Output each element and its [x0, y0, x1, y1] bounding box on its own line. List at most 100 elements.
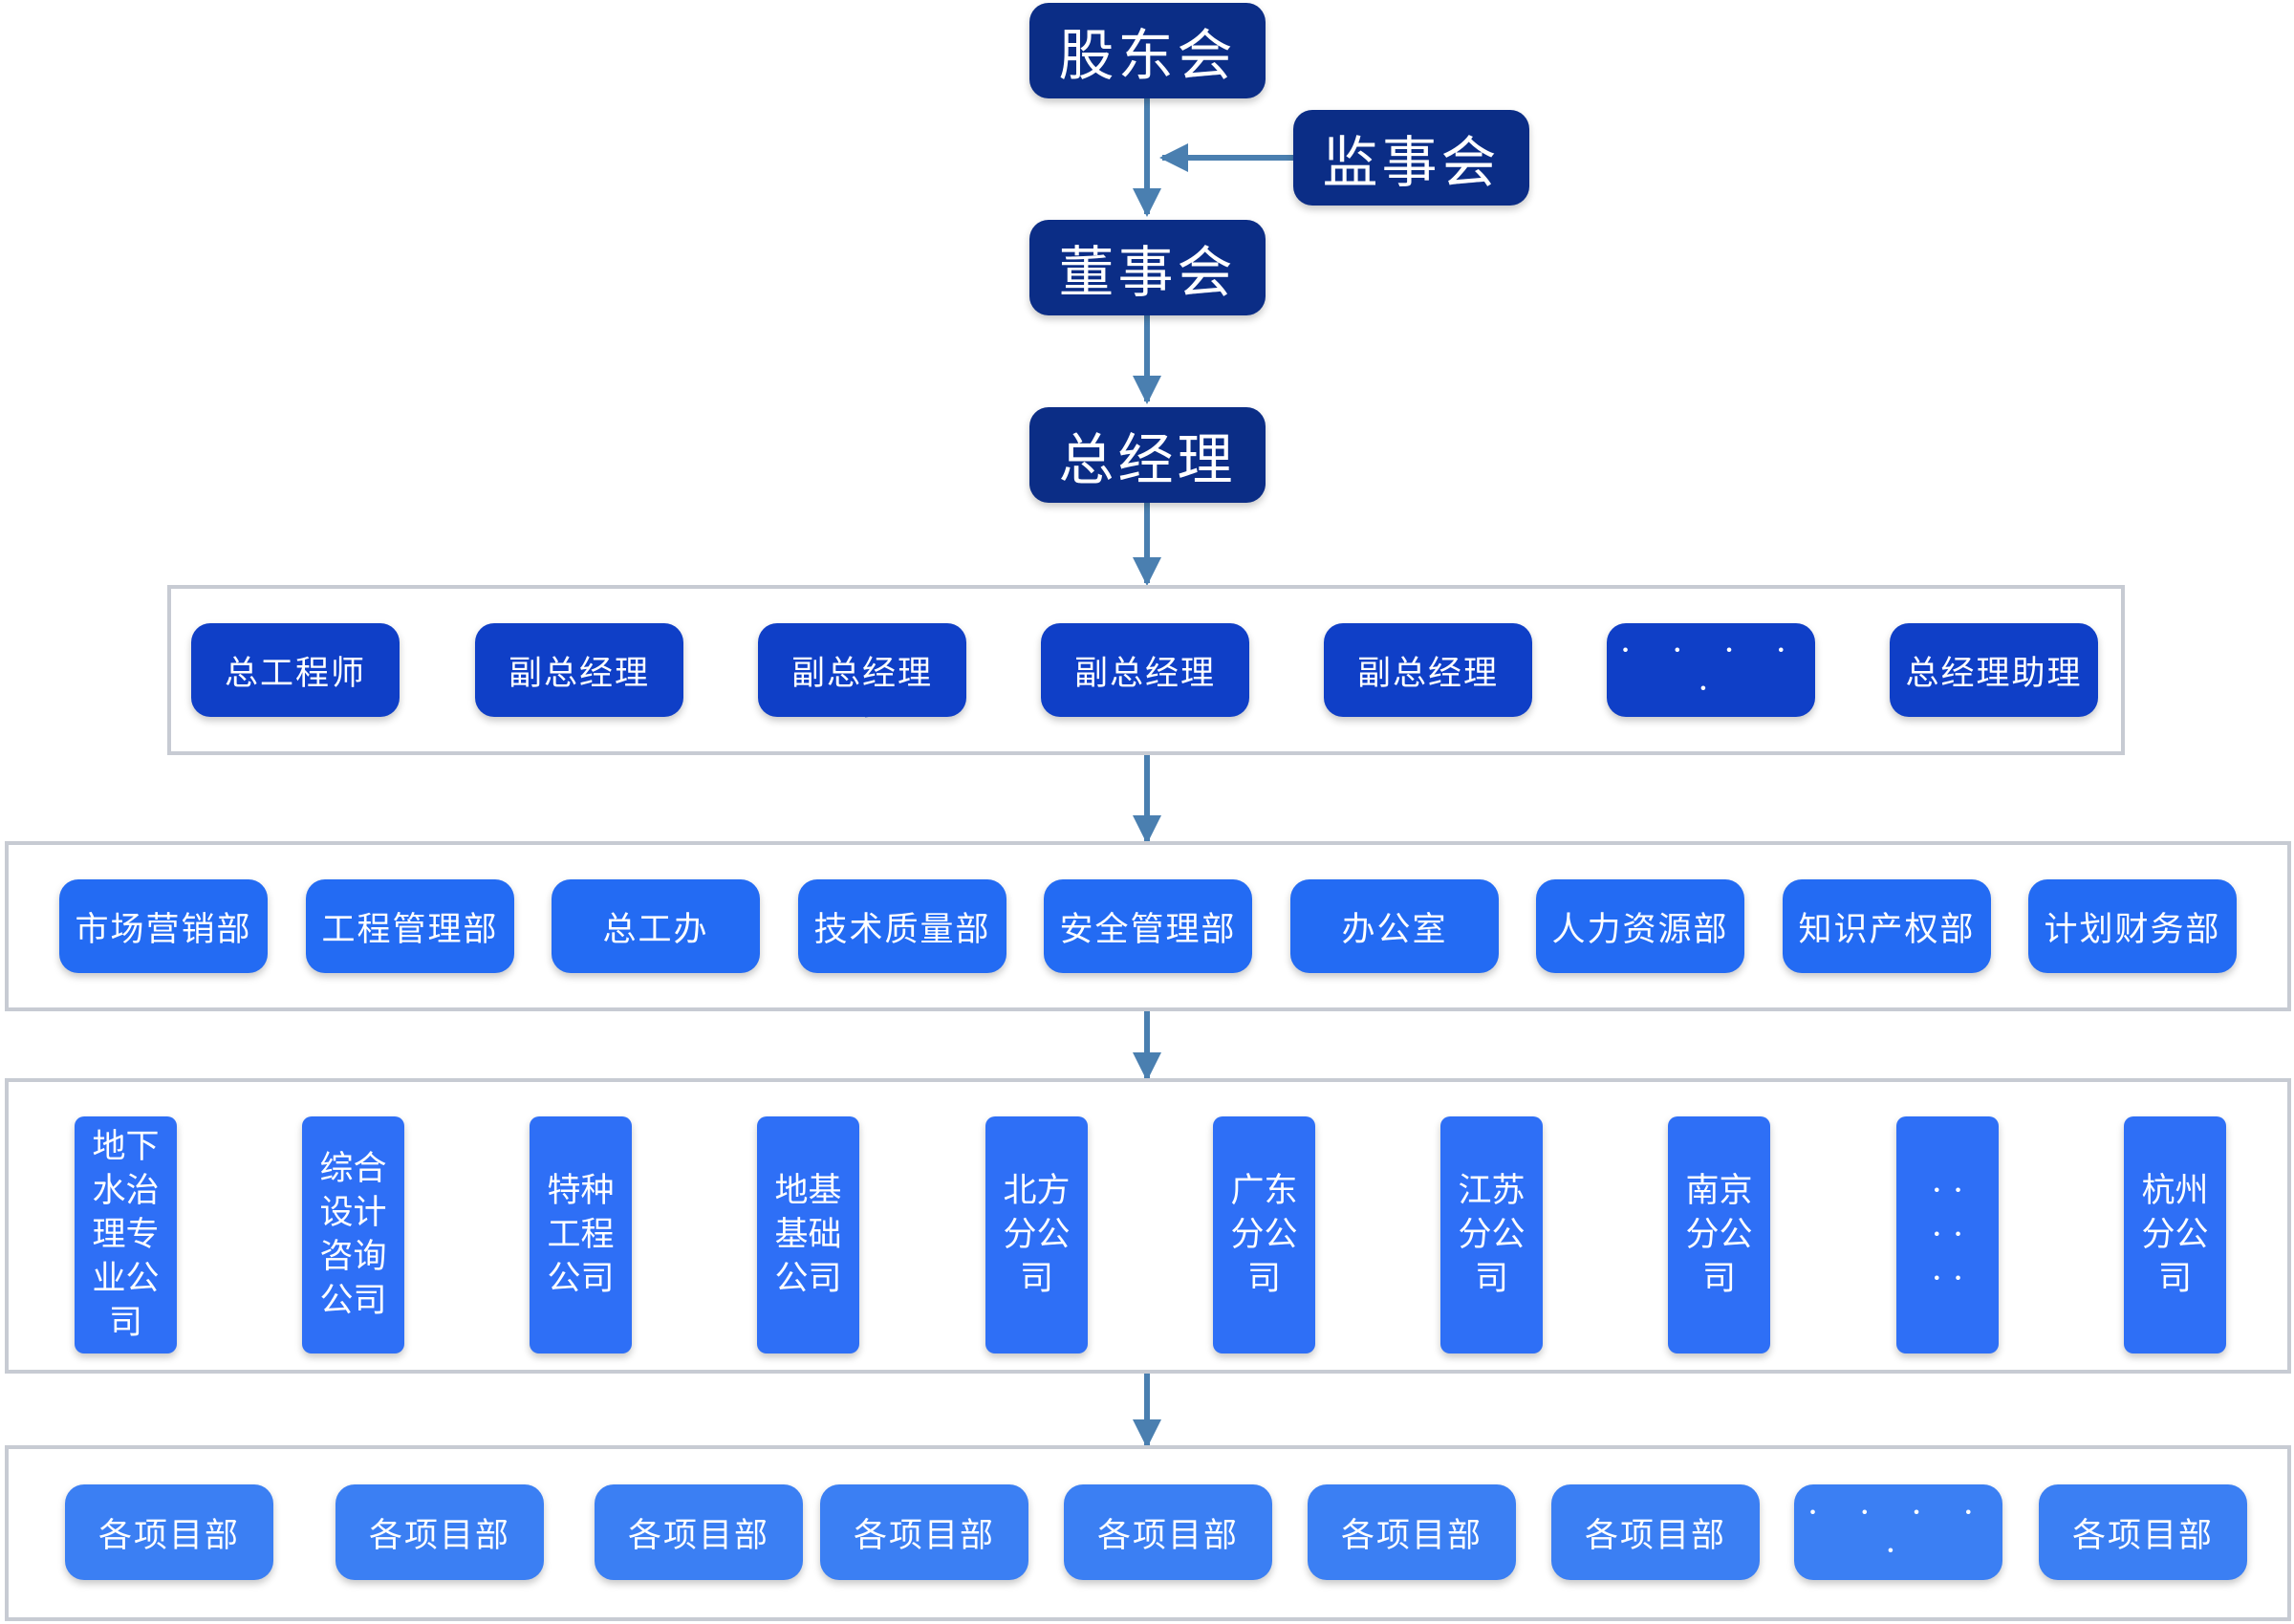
tier3-label-line: 北方	[1003, 1172, 1071, 1210]
tier3-label-7: 南京分公司	[1685, 1169, 1752, 1301]
tier3-label-line: · ·	[1931, 1172, 1964, 1210]
tier3-label-line: 分公	[1458, 1216, 1526, 1254]
tier3-label-3: 地基基础公司	[774, 1169, 841, 1301]
tier2-label-4: 安全管理部	[1059, 910, 1237, 949]
tier3-box-6[interactable]: 江苏分公司	[1440, 1116, 1543, 1353]
tier3-label-line: 工程	[547, 1216, 615, 1254]
tier1-box-0[interactable]: 总工程师	[191, 623, 400, 717]
tier1-box-5[interactable]: · · · · ·	[1607, 623, 1815, 717]
tier3-box-4[interactable]: 北方分公司	[985, 1116, 1088, 1353]
tier3-label-8: · ·· ·· ·	[1932, 1169, 1963, 1301]
tier3-label-line: 公司	[774, 1260, 842, 1298]
board-box[interactable]: 董事会	[1029, 220, 1266, 315]
tier3-frame	[5, 1078, 2291, 1374]
tier2-label-2: 总工办	[602, 910, 709, 949]
tier4-box-7[interactable]: · · · · ·	[1794, 1484, 2002, 1580]
tier2-box-0[interactable]: 市场营销部	[59, 879, 268, 973]
tier1-box-3[interactable]: 副总经理	[1041, 623, 1249, 717]
tier3-label-line: 综合	[319, 1150, 387, 1188]
tier3-box-1[interactable]: 综合设计咨询公司	[302, 1116, 404, 1353]
tier3-label-line: 司	[1474, 1260, 1508, 1298]
tier3-label-1: 综合设计咨询公司	[319, 1147, 386, 1323]
shareholders-box[interactable]: 股东会	[1029, 3, 1266, 98]
tier3-label-line: 分公	[1685, 1216, 1753, 1254]
tier3-label-line: 杭州	[2141, 1172, 2209, 1210]
tier3-box-8[interactable]: · ·· ·· ·	[1896, 1116, 1999, 1353]
tier2-label-6: 人力资源部	[1551, 910, 1729, 949]
tier4-label-1: 各项目部	[368, 1516, 510, 1555]
tier3-label-line: 分公	[2141, 1216, 2209, 1254]
tier3-label-line: 设计	[319, 1194, 387, 1232]
tier3-label-4: 北方分公司	[1003, 1169, 1070, 1301]
tier3-label-2: 特种工程公司	[547, 1169, 614, 1301]
tier2-label-8: 计划财务部	[2044, 910, 2221, 949]
tier3-label-9: 杭州分公司	[2141, 1169, 2208, 1301]
tier3-label-line: 广东	[1230, 1172, 1298, 1210]
tier2-box-7[interactable]: 知识产权部	[1783, 879, 1991, 973]
shareholders-label: 股东会	[1058, 23, 1237, 88]
tier2-box-2[interactable]: 总工办	[552, 879, 760, 973]
tier2-label-1: 工程管理部	[321, 910, 499, 949]
tier1-frame	[167, 585, 2125, 755]
tier4-label-4: 各项目部	[1096, 1516, 1239, 1555]
supervisors-box[interactable]: 监事会	[1293, 110, 1529, 206]
tier3-box-9[interactable]: 杭州分公司	[2124, 1116, 2226, 1353]
tier2-box-6[interactable]: 人力资源部	[1536, 879, 1744, 973]
tier3-label-line: 分公	[1230, 1216, 1298, 1254]
tier4-box-0[interactable]: 各项目部	[65, 1484, 273, 1580]
tier3-box-3[interactable]: 地基基础公司	[757, 1116, 859, 1353]
tier1-label-5: · · · · ·	[1620, 632, 1802, 708]
tier3-box-7[interactable]: 南京分公司	[1668, 1116, 1770, 1353]
tier1-label-2: 副总经理	[790, 654, 933, 693]
tier1-box-4[interactable]: 副总经理	[1324, 623, 1532, 717]
tier3-label-line: 司	[1701, 1260, 1736, 1298]
tier2-box-5[interactable]: 办公室	[1290, 879, 1499, 973]
tier4-box-4[interactable]: 各项目部	[1064, 1484, 1272, 1580]
tier3-label-line: 江苏	[1458, 1172, 1526, 1210]
tier3-label-line: 水治	[92, 1172, 160, 1210]
tier3-label-line: 咨询	[319, 1238, 387, 1276]
tier3-box-2[interactable]: 特种工程公司	[530, 1116, 632, 1353]
tier1-label-6: 总经理助理	[1905, 654, 2083, 693]
tier1-box-6[interactable]: 总经理助理	[1890, 623, 2098, 717]
tier3-label-line: 业公	[92, 1260, 160, 1298]
tier2-box-3[interactable]: 技术质量部	[798, 879, 1006, 973]
tier4-label-7: · · · · ·	[1807, 1494, 1989, 1570]
tier2-box-4[interactable]: 安全管理部	[1044, 879, 1252, 973]
tier2-label-7: 知识产权部	[1798, 910, 1976, 949]
tier3-label-line: 公司	[319, 1282, 387, 1320]
tier2-label-0: 市场营销部	[75, 910, 252, 949]
tier4-box-6[interactable]: 各项目部	[1551, 1484, 1760, 1580]
tier3-label-line: 司	[108, 1304, 142, 1342]
tier1-label-0: 总工程师	[224, 654, 366, 693]
tier4-box-5[interactable]: 各项目部	[1308, 1484, 1516, 1580]
tier4-label-0: 各项目部	[97, 1516, 240, 1555]
tier4-box-1[interactable]: 各项目部	[335, 1484, 544, 1580]
tier3-label-line: 地基	[774, 1172, 842, 1210]
tier3-label-line: 分公	[1003, 1216, 1071, 1254]
tier1-label-3: 副总经理	[1073, 654, 1216, 693]
tier3-label-line: 特种	[547, 1172, 615, 1210]
tier2-box-8[interactable]: 计划财务部	[2028, 879, 2237, 973]
tier3-box-0[interactable]: 地下水治理专业公司	[75, 1116, 177, 1353]
tier3-label-line: 司	[2157, 1260, 2192, 1298]
tier4-label-8: 各项目部	[2071, 1516, 2214, 1555]
tier4-box-2[interactable]: 各项目部	[595, 1484, 803, 1580]
tier4-box-8[interactable]: 各项目部	[2039, 1484, 2247, 1580]
tier1-box-2[interactable]: 副总经理	[758, 623, 966, 717]
tier4-box-3[interactable]: 各项目部	[820, 1484, 1028, 1580]
general-manager-box[interactable]: 总经理	[1029, 407, 1266, 503]
tier3-label-line: 司	[1019, 1260, 1053, 1298]
tier3-label-line: · ·	[1931, 1216, 1964, 1254]
tier3-label-0: 地下水治理专业公司	[92, 1125, 159, 1345]
tier3-label-line: 基础	[774, 1216, 842, 1254]
tier2-box-1[interactable]: 工程管理部	[306, 879, 514, 973]
tier3-box-5[interactable]: 广东分公司	[1213, 1116, 1315, 1353]
tier1-label-4: 副总经理	[1356, 654, 1499, 693]
general-manager-label: 总经理	[1058, 427, 1237, 492]
tier3-label-line: 司	[1246, 1260, 1281, 1298]
tier4-label-2: 各项目部	[627, 1516, 769, 1555]
tier1-box-1[interactable]: 副总经理	[475, 623, 683, 717]
tier3-label-line: 理专	[92, 1216, 160, 1254]
tier2-frame	[5, 841, 2291, 1011]
